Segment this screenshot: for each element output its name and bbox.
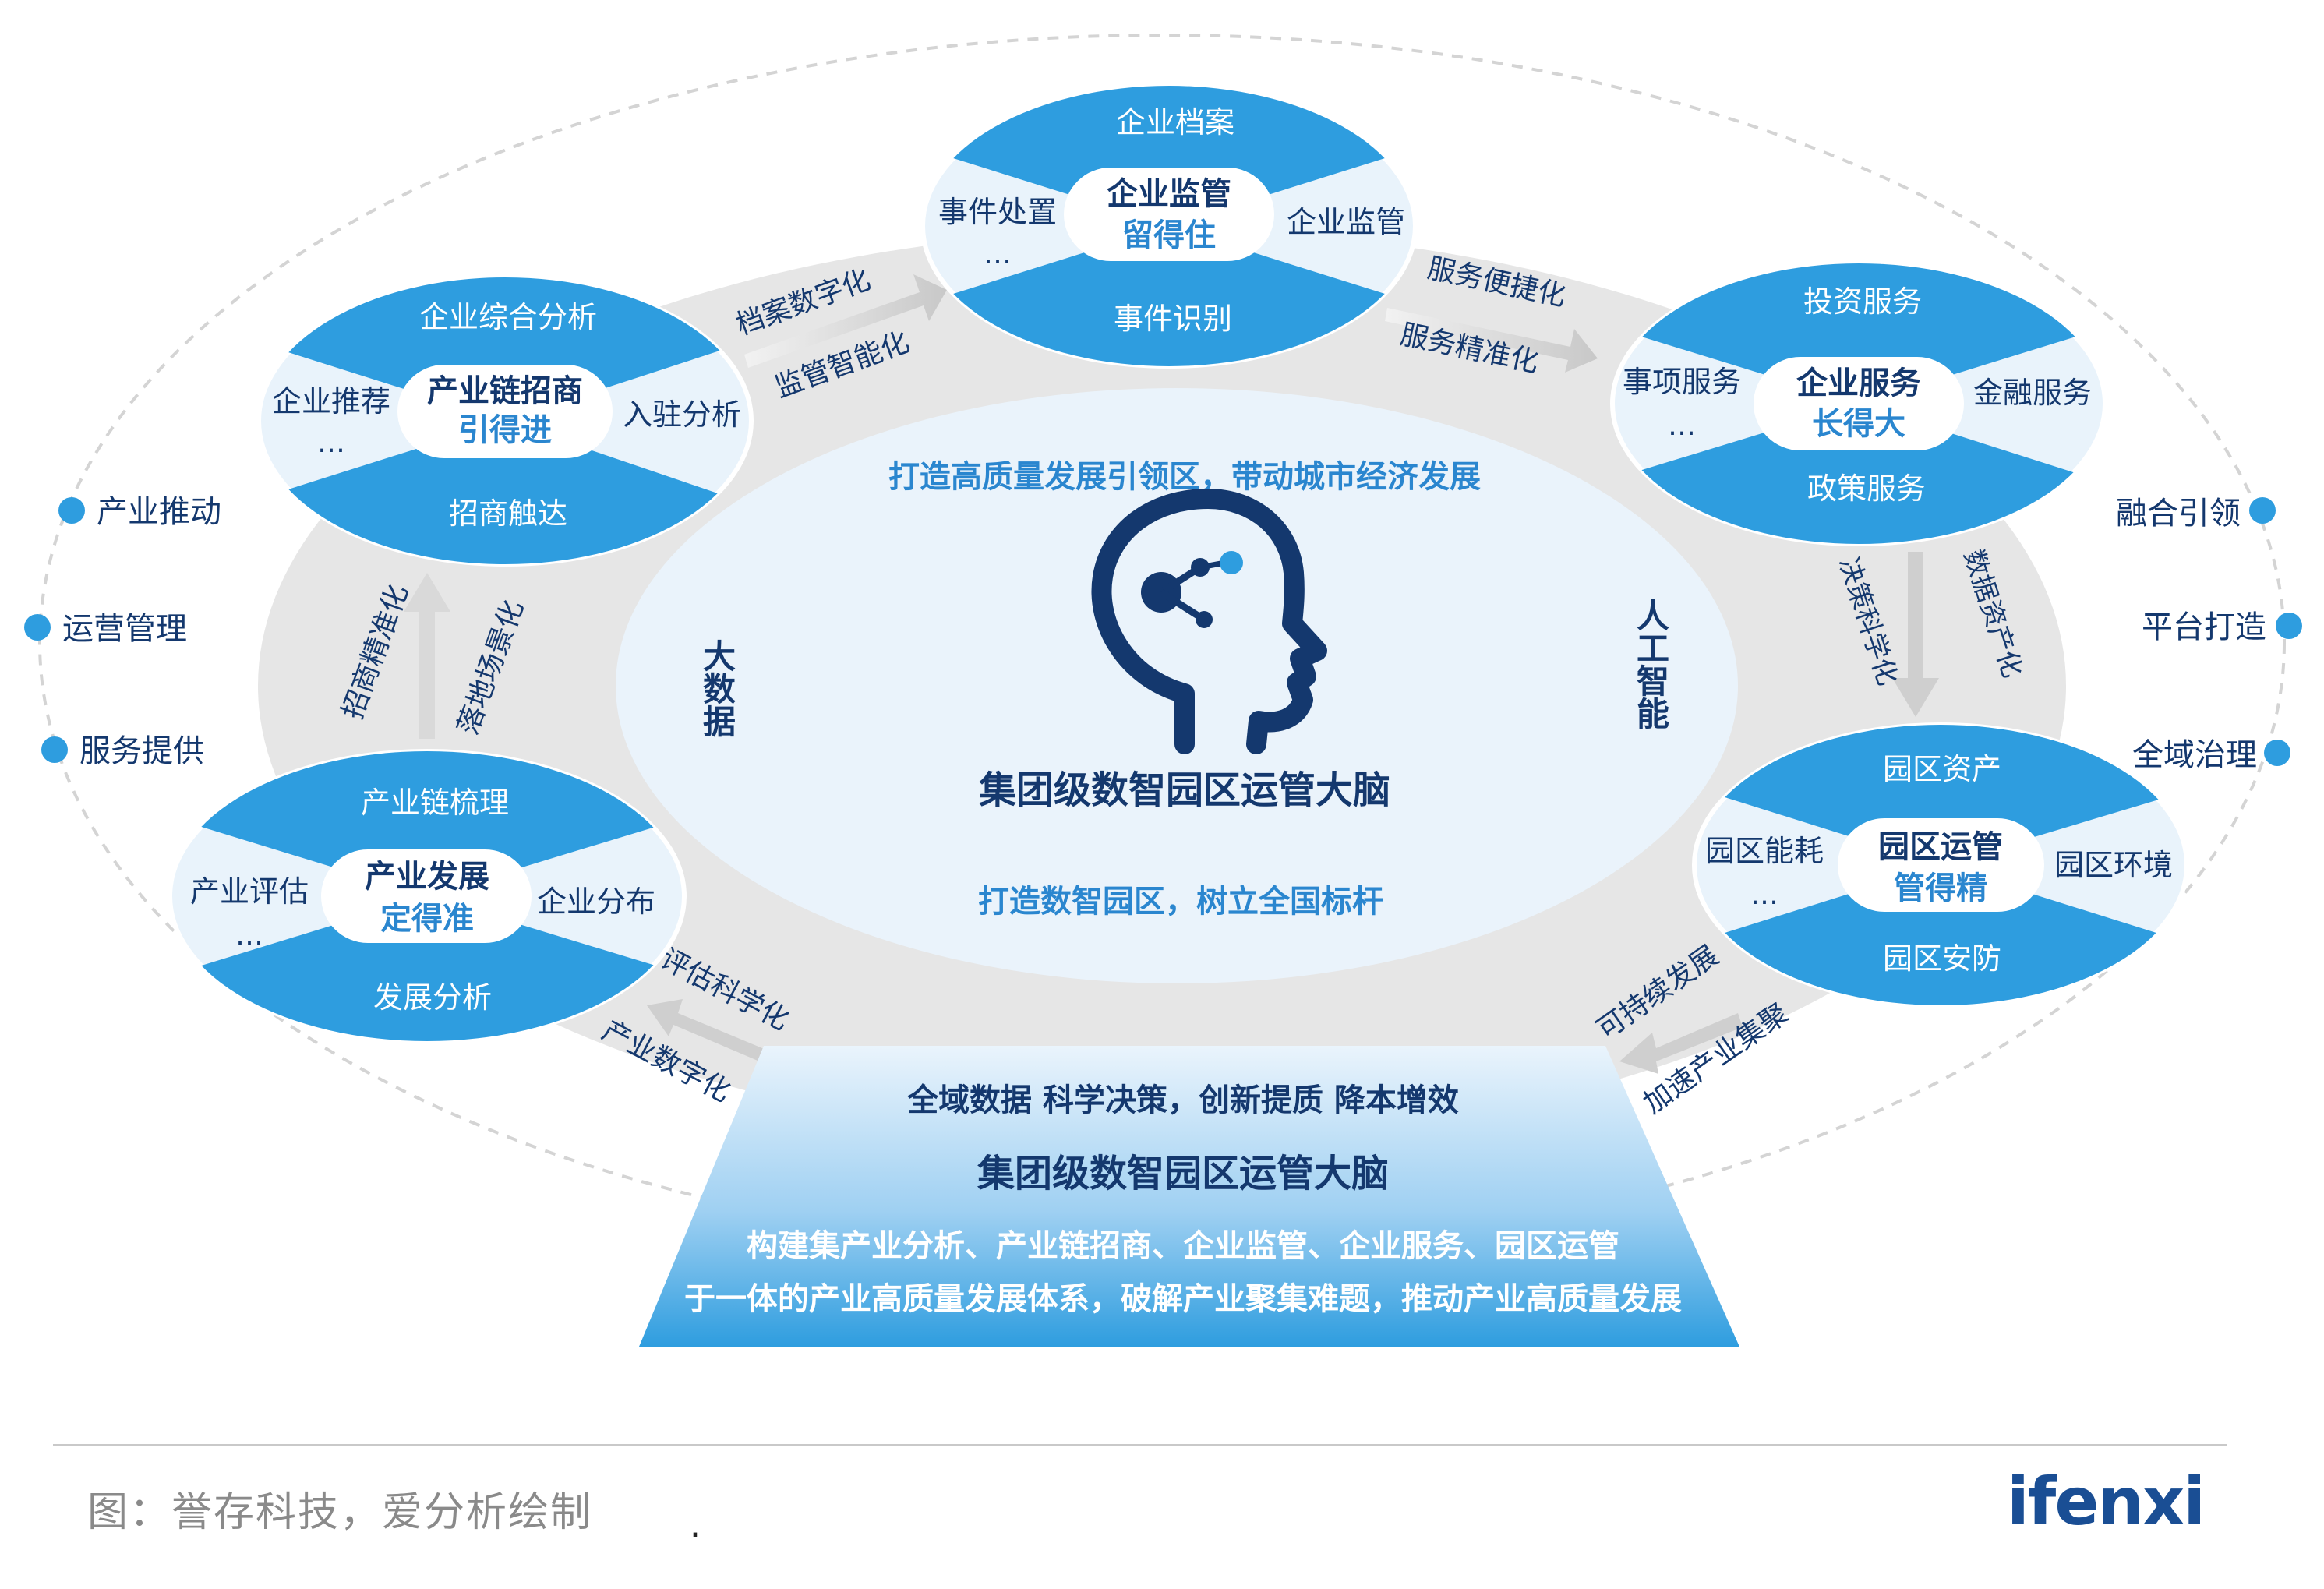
- module-yunguan-top: 园区资产: [1883, 752, 2001, 786]
- module-jianguan-subtitle: 留得住: [1122, 217, 1216, 253]
- module-fazhan-right: 企业分布: [537, 885, 655, 919]
- module-fazhan-left-more: …: [235, 920, 263, 952]
- outer-left-item-2: 运营管理: [62, 611, 187, 647]
- module-fuwu-bottom: 政策服务: [1807, 471, 1926, 506]
- module-fazhan: 产业链梳理 发展分析 产业评估 … 企业分布 产业发展 定得准: [168, 749, 687, 1043]
- module-jianguan-top: 企业档案: [1116, 105, 1234, 139]
- arrow-5: [647, 999, 772, 1065]
- module-jianguan-left: 事件处置: [938, 195, 1057, 229]
- outer-left-items: 产业推动 运营管理 服务提供: [24, 494, 221, 769]
- module-zhaoshang-left: 企业推荐: [272, 384, 390, 418]
- arrow-6: [404, 573, 450, 739]
- module-jianguan-title: 企业监管: [1107, 176, 1231, 212]
- module-zhaoshang-right: 入驻分析: [623, 397, 741, 432]
- module-yunguan-left-more: …: [1750, 879, 1778, 911]
- module-zhaoshang-title: 产业链招商: [427, 373, 583, 409]
- outer-dot-icon: [24, 614, 51, 641]
- footer-divider: [53, 1444, 2227, 1446]
- footer-dot: .: [690, 1506, 701, 1545]
- outer-right-item-2: 平台打造: [2142, 609, 2266, 645]
- brain-head-icon: [1091, 489, 1327, 754]
- module-zhaoshang-left-more: …: [317, 427, 345, 459]
- module-fazhan-bottom: 发展分析: [373, 980, 492, 1015]
- module-fazhan-left: 产业评估: [190, 874, 309, 909]
- outer-dot-icon: [2249, 497, 2276, 524]
- outer-dashed-ring: [38, 34, 2286, 1252]
- module-fazhan-top: 产业链梳理: [361, 786, 509, 820]
- module-fuwu-top: 投资服务: [1803, 284, 1922, 319]
- module-fuwu: 投资服务 政策服务 事项服务 … 金融服务 企业服务 长得大: [1610, 261, 2107, 546]
- footer-source: 图：誉存科技，爱分析绘制: [87, 1489, 593, 1536]
- module-yunguan-right: 园区环境: [2054, 848, 2173, 882]
- module-yunguan-title: 园区运管: [1878, 829, 2003, 865]
- center-left-label: 大数据: [698, 639, 736, 737]
- module-fazhan-subtitle: 定得准: [380, 901, 474, 937]
- arrow-4: [1619, 1013, 1743, 1074]
- module-zhaoshang-subtitle: 引得进: [458, 412, 552, 448]
- module-zhaoshang-bottom: 招商触达: [449, 496, 567, 531]
- module-jianguan-left-more: …: [984, 238, 1012, 270]
- center-right-label: 人工智能: [1632, 599, 1670, 729]
- outer-dot-icon: [2264, 740, 2290, 766]
- module-jianguan: 企业档案 事件识别 事件处置 … 企业监管 企业监管 留得住: [920, 83, 1418, 369]
- outer-right-item-3: 全域治理: [2132, 737, 2257, 773]
- module-yunguan-subtitle: 管得精: [1894, 870, 1987, 906]
- module-fuwu-title: 企业服务: [1796, 365, 1921, 401]
- outer-dot-icon: [58, 497, 85, 524]
- base-line1: 全域数据 科学决策，创新提质 降本增效: [906, 1082, 1459, 1118]
- arrow-3: [1892, 552, 1939, 717]
- module-zhaoshang-top: 企业综合分析: [419, 300, 597, 334]
- arrow-2: [1385, 308, 1598, 373]
- base-line4: 于一体的产业高质量发展体系，破解产业聚集难题，推动产业高质量发展: [684, 1281, 1682, 1317]
- module-fazhan-title: 产业发展: [365, 859, 489, 895]
- outer-left-item-1: 产业推动: [97, 494, 221, 530]
- center-title: 集团级数智园区运管大脑: [978, 768, 1390, 812]
- module-fuwu-right: 金融服务: [1973, 376, 2092, 410]
- outer-right-item-1: 融合引领: [2116, 496, 2241, 531]
- module-jianguan-right: 企业监管: [1287, 205, 1405, 239]
- center-bottom-slogan: 打造数智园区，树立全国标杆: [978, 884, 1383, 920]
- base-line3: 构建集产业分析、产业链招商、企业监管、企业服务、园区运管: [747, 1228, 1619, 1264]
- center-top-slogan: 打造高质量发展引领区，带动城市经济发展: [888, 459, 1481, 495]
- module-yunguan-bottom: 园区安防: [1883, 941, 2001, 976]
- arrow-1: [744, 274, 947, 368]
- module-fuwu-left-more: …: [1668, 410, 1696, 442]
- base-title: 集团级数智园区运管大脑: [977, 1152, 1389, 1195]
- brand-logo: ifenxi: [2007, 1464, 2206, 1540]
- base-trapezoid: 全域数据 科学决策，创新提质 降本增效 集团级数智园区运管大脑 构建集产业分析、…: [639, 1046, 1739, 1347]
- module-yunguan: 园区资产 园区安防 园区能耗 … 园区环境 园区运管 管得精: [1692, 722, 2189, 1008]
- module-zhaoshang: 企业综合分析 招商触达 企业推荐 … 入驻分析 产业链招商 引得进: [256, 275, 754, 567]
- outer-left-item-3: 服务提供: [79, 733, 204, 769]
- outer-dot-icon: [2276, 613, 2302, 639]
- module-yunguan-left: 园区能耗: [1705, 834, 1824, 868]
- module-fuwu-left: 事项服务: [1623, 365, 1741, 399]
- outer-right-items: 融合引领 平台打造 全域治理: [2116, 496, 2302, 773]
- module-jianguan-bottom: 事件识别: [1114, 302, 1232, 336]
- module-fuwu-subtitle: 长得大: [1812, 406, 1905, 442]
- outer-dot-icon: [41, 736, 68, 763]
